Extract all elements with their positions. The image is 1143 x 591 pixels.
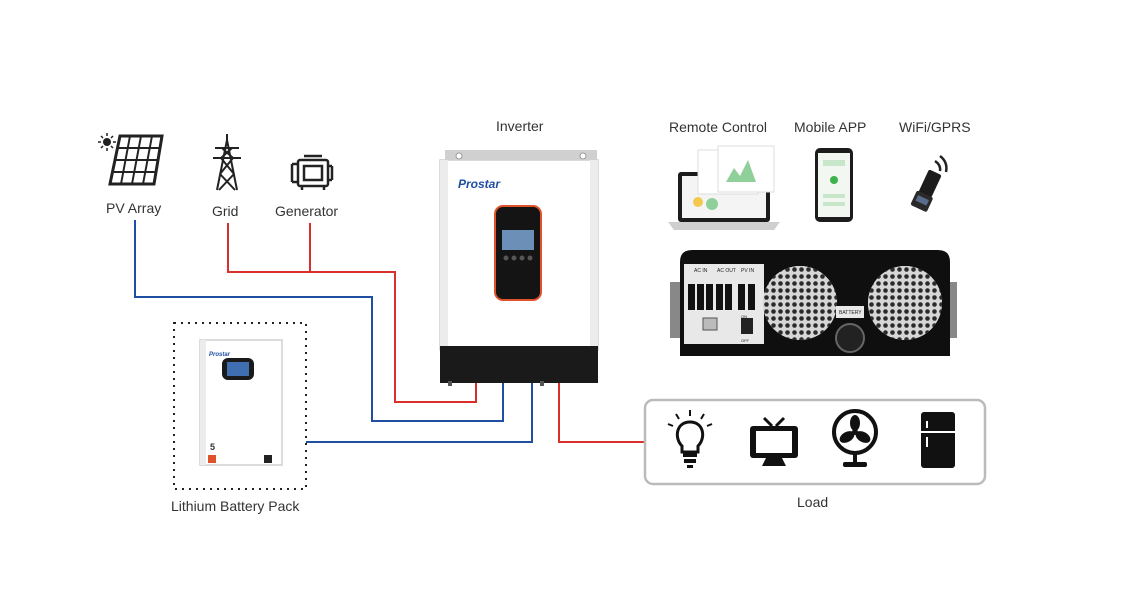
rear-terminals xyxy=(688,284,755,310)
light-bulb-icon xyxy=(667,410,713,468)
rear-fan-left xyxy=(763,266,837,340)
battery-dashed-frame xyxy=(173,322,307,490)
inverter-logo: Prostar xyxy=(458,177,501,191)
remote-control-icon xyxy=(668,145,780,230)
rear-off-label: OFF xyxy=(741,338,750,343)
label-pv-array: PV Array xyxy=(106,200,162,216)
generator-icon xyxy=(290,154,334,190)
battery-line xyxy=(306,383,533,443)
connection-lines xyxy=(134,220,645,443)
label-remote-control: Remote Control xyxy=(669,119,768,135)
load-box xyxy=(643,398,987,486)
wifi-dongle-icon xyxy=(910,155,948,212)
label-mobile-app: Mobile APP xyxy=(794,119,867,135)
rear-fan-right xyxy=(868,266,942,340)
inverter-buttons xyxy=(503,255,533,261)
battery-display xyxy=(227,362,249,376)
rear-ac-out-label: AC OUT xyxy=(717,268,736,274)
fridge-icon xyxy=(921,412,955,468)
rear-ac-in-label: AC IN xyxy=(694,268,708,274)
label-grid: Grid xyxy=(212,203,239,219)
inverter-rear-panel: AC IN AC OUT PV IN ON OFF BATTERY xyxy=(670,250,957,356)
battery-badge: 5 xyxy=(210,442,215,452)
grid-line xyxy=(227,223,477,403)
solar-panel-icon xyxy=(98,133,164,186)
label-inverter: Inverter xyxy=(496,118,544,134)
rear-pv-in-label: PV IN xyxy=(741,268,754,274)
load-line xyxy=(558,383,645,443)
label-load: Load xyxy=(797,494,829,510)
label-generator: Generator xyxy=(275,203,339,219)
inverter-lcd xyxy=(502,230,534,250)
rear-on-label: ON xyxy=(741,314,747,319)
tv-icon xyxy=(750,416,798,466)
mobile-app-icon xyxy=(815,148,853,222)
label-wifi-gprs: WiFi/GPRS xyxy=(899,119,971,135)
rear-battery-label: BATTERY xyxy=(839,310,862,316)
battery-logo: Prostar xyxy=(209,352,231,358)
battery-pack: Prostar 5 xyxy=(173,322,307,490)
fan-icon xyxy=(832,409,878,467)
inverter-unit: Prostar xyxy=(439,150,599,386)
power-tower-icon xyxy=(213,134,241,191)
label-battery-pack: Lithium Battery Pack xyxy=(171,498,300,514)
pv-line xyxy=(134,220,504,422)
